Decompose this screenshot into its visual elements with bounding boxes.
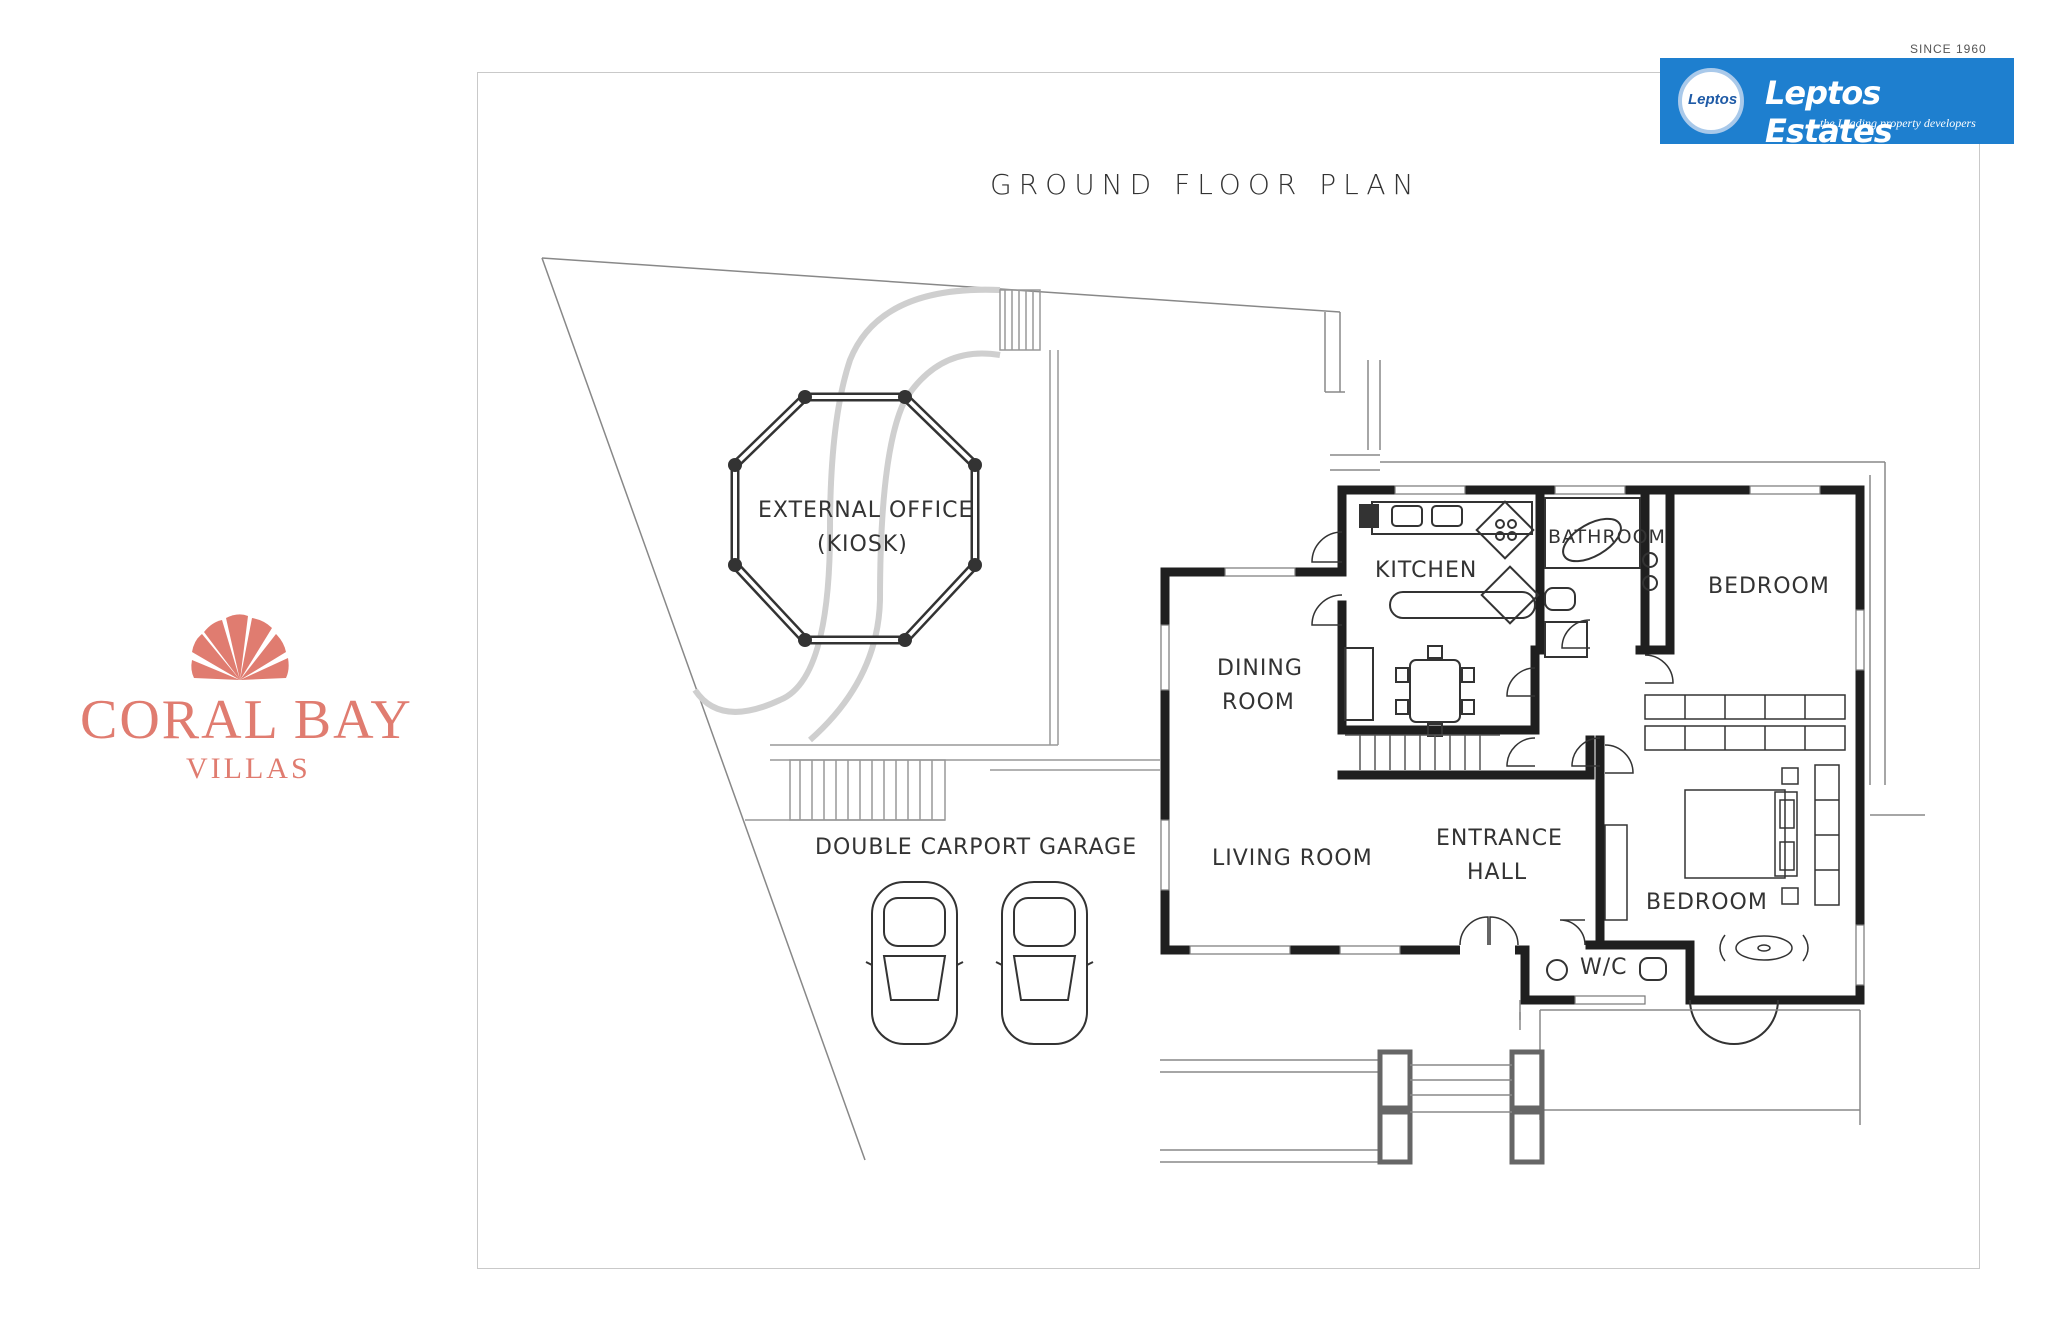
leptos-badge-icon: Leptos — [1678, 68, 1744, 134]
label-bedroom-1: BEDROOM — [1708, 574, 1830, 599]
car-icon — [865, 881, 964, 1045]
window-frames — [1160, 485, 1865, 1005]
label-wc: W/C — [1580, 955, 1628, 980]
label-entrance-2: HALL — [1467, 860, 1528, 885]
leptos-badge-text: Leptos — [1688, 91, 1738, 108]
developer-tagline: the Leading property developers — [1820, 116, 1976, 130]
plan-title: GROUND FLOOR PLAN — [990, 168, 1421, 201]
bathroom-fixtures — [1544, 497, 1667, 981]
garden-stairs — [745, 289, 1160, 821]
leptos-logo: Leptos Leptos Estates the Leading proper… — [1660, 58, 2014, 150]
label-kitchen: KITCHEN — [1375, 558, 1478, 583]
label-carport: DOUBLE CARPORT GARAGE — [815, 835, 1138, 860]
windows — [1159, 484, 1866, 1006]
bedroom-furniture — [1604, 694, 1846, 962]
plan-frame — [477, 72, 1980, 1269]
interior-stairs — [1345, 734, 1500, 770]
since-label: SINCE 1960 — [1910, 42, 1987, 56]
shell-logo-icon — [191, 614, 289, 680]
project-subtitle: VILLAS — [186, 752, 311, 785]
site-boundary — [541, 257, 1925, 1161]
label-bedroom-2: BEDROOM — [1646, 890, 1768, 915]
kiosk-structure — [728, 390, 982, 647]
project-name: CORAL BAY — [80, 689, 413, 751]
label-dining-1: DINING — [1217, 656, 1303, 681]
car-icon — [995, 881, 1094, 1045]
label-living-room: LIVING ROOM — [1212, 846, 1373, 871]
garden-path — [692, 286, 1001, 743]
label-bathroom: BATHROOM — [1548, 526, 1666, 548]
developer-name: Leptos Estates — [1765, 74, 1893, 150]
doors — [1311, 531, 1674, 946]
bay-window — [1689, 999, 1779, 1045]
label-kiosk: (KIOSK) — [817, 532, 908, 557]
label-dining-2: ROOM — [1222, 690, 1295, 715]
label-entrance-1: ENTRANCE — [1436, 826, 1563, 851]
front-terrace — [1160, 1000, 1861, 1165]
label-external-office: EXTERNAL OFFICE — [758, 498, 974, 523]
kitchen-fittings — [1344, 500, 1540, 737]
